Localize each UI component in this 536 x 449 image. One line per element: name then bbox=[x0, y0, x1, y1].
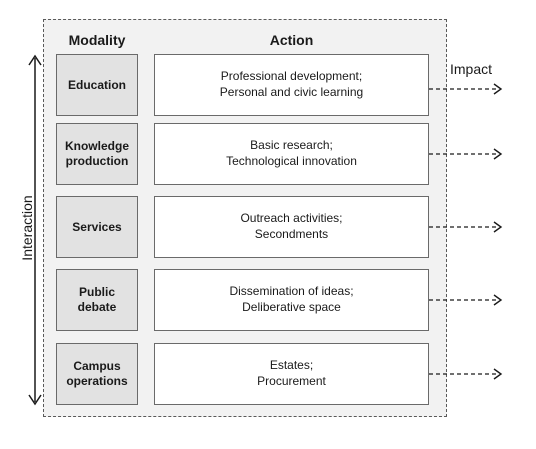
impact-arrow bbox=[429, 294, 503, 306]
action-line: Professional development; bbox=[220, 69, 363, 84]
action-header: Action bbox=[269, 32, 314, 48]
modality-label: Education bbox=[67, 77, 126, 92]
action-line: Basic research; bbox=[250, 138, 333, 153]
modality-label: Public debate bbox=[77, 285, 117, 314]
action-box-education: Professional development; Personal and c… bbox=[154, 54, 429, 116]
modality-box-public-debate: Public debate bbox=[56, 269, 138, 331]
action-line: Technological innovation bbox=[226, 154, 357, 168]
impact-label: Impact bbox=[450, 61, 493, 77]
impact-arrow bbox=[429, 368, 503, 380]
modality-label: Campus operations bbox=[66, 359, 128, 388]
modality-label: Services bbox=[72, 219, 122, 234]
action-line: Estates; bbox=[269, 358, 314, 373]
action-box-campus-operations: Estates; Procurement bbox=[154, 343, 429, 405]
action-line: Personal and civic learning bbox=[219, 85, 364, 99]
modality-box-services: Services bbox=[56, 196, 138, 258]
modality-label: Knowledge production bbox=[64, 139, 129, 168]
impact-arrow bbox=[429, 221, 503, 233]
action-line: Procurement bbox=[257, 374, 326, 388]
action-box-public-debate: Dissemination of ideas; Deliberative spa… bbox=[154, 269, 429, 331]
modality-box-campus-operations: Campus operations bbox=[56, 343, 138, 405]
action-line: Dissemination of ideas; bbox=[229, 284, 354, 299]
modality-box-knowledge-production: Knowledge production bbox=[56, 123, 138, 185]
impact-arrow bbox=[429, 148, 503, 160]
action-box-services: Outreach activities; Secondments bbox=[154, 196, 429, 258]
action-line: Outreach activities; bbox=[240, 211, 343, 226]
impact-arrow bbox=[429, 83, 503, 95]
interaction-arrow bbox=[28, 54, 42, 406]
action-box-knowledge-production: Basic research; Technological innovation bbox=[154, 123, 429, 185]
action-line: Secondments bbox=[254, 227, 329, 241]
modality-box-education: Education bbox=[56, 54, 138, 116]
modality-header: Modality bbox=[68, 32, 126, 48]
action-line: Deliberative space bbox=[242, 300, 341, 314]
